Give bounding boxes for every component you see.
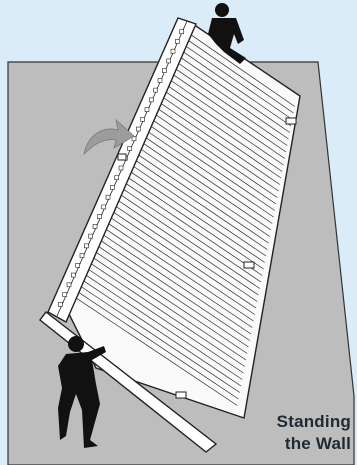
- bracket-upper: [286, 118, 296, 124]
- rail-stud: [136, 127, 140, 131]
- rail-stud: [63, 293, 67, 297]
- rail-stud: [145, 108, 149, 112]
- rail-stud: [58, 302, 62, 306]
- rail-stud: [149, 98, 153, 102]
- rail-stud: [167, 59, 171, 63]
- rail-stud: [158, 78, 162, 82]
- rail-stud: [80, 254, 84, 258]
- rail-stud: [162, 69, 166, 73]
- rail-stud: [132, 137, 136, 141]
- rail-stud: [84, 244, 88, 248]
- rail-stud: [110, 185, 114, 189]
- rail-stud: [154, 88, 158, 92]
- rail-stud: [128, 147, 132, 151]
- rail-stud: [141, 117, 145, 121]
- rail-stud: [119, 166, 123, 170]
- rail-stud: [67, 283, 71, 287]
- rail-stud: [171, 49, 175, 53]
- rail-stud: [71, 273, 75, 277]
- bracket-left: [118, 154, 126, 160]
- rail-stud: [106, 195, 110, 199]
- rail-stud: [175, 39, 179, 43]
- rail-stud: [102, 205, 106, 209]
- caption-line-1: Standing: [277, 411, 351, 432]
- rail-stud: [97, 215, 101, 219]
- caption-line-2: the Wall: [285, 433, 351, 454]
- rail-stud: [180, 30, 184, 34]
- rail-stud: [93, 224, 97, 228]
- rail-stud: [89, 234, 93, 238]
- bracket-lower: [176, 392, 186, 398]
- rail-stud: [115, 176, 119, 180]
- bracket-middle: [244, 262, 254, 268]
- rail-stud: [76, 263, 80, 267]
